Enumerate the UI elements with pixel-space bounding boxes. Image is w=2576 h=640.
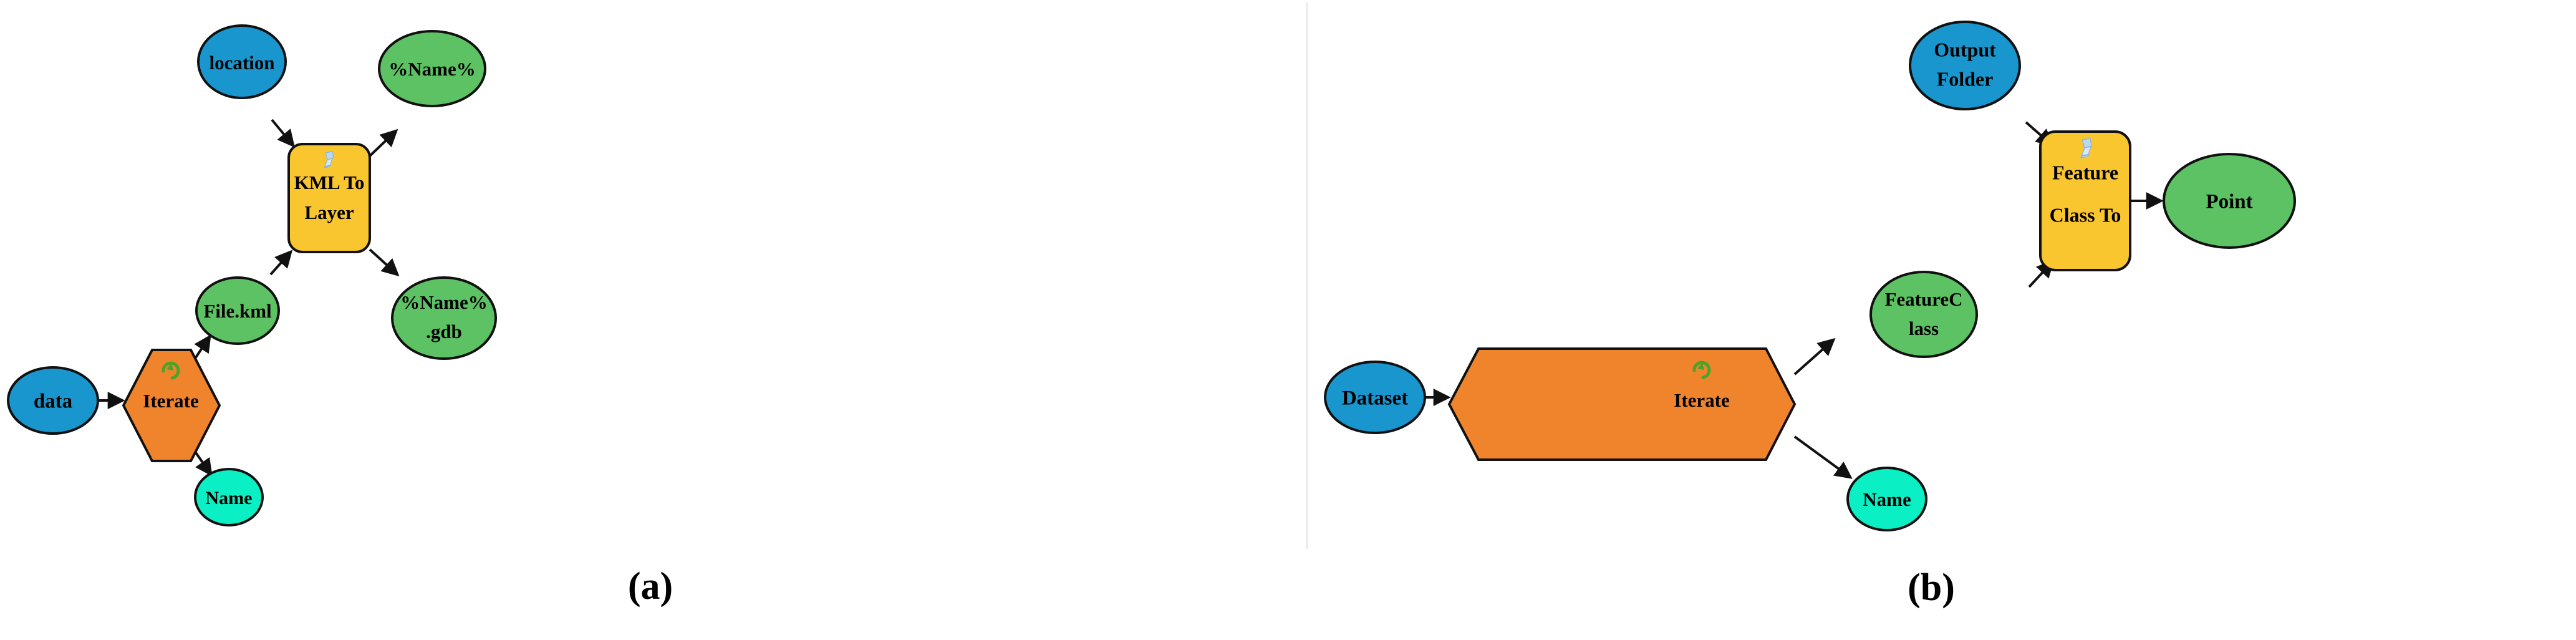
tool-icon bbox=[324, 151, 334, 168]
node-feature-class-to-line2: Class To bbox=[2050, 203, 2121, 226]
node-iterate-a[interactable]: Iterate bbox=[122, 349, 221, 462]
node-featureclass-line2: lass bbox=[1909, 318, 1939, 339]
node-location-ellipse[interactable] bbox=[197, 24, 287, 99]
node-featureclass-line1: FeatureC bbox=[1884, 288, 1962, 310]
node-output-gdb[interactable]: %Name% .gdb bbox=[391, 276, 497, 360]
node-point-label: Point bbox=[2206, 191, 2252, 213]
node-name-a[interactable]: Name bbox=[194, 468, 264, 526]
node-iterate-b-hexagon[interactable] bbox=[1447, 347, 1797, 461]
loop-icon bbox=[162, 361, 180, 380]
node-output-folder[interactable]: Output Folder bbox=[1909, 21, 2021, 110]
node-feature-class-to-line1: Feature bbox=[2052, 161, 2118, 183]
node-output-name[interactable]: %Name% bbox=[378, 30, 486, 107]
node-featureclass-ellipse[interactable] bbox=[1869, 271, 1978, 358]
panel-a-caption: (a) bbox=[628, 565, 673, 608]
node-output-name-label: %Name% bbox=[388, 58, 475, 80]
node-kml-to-layer-line1: KML To bbox=[294, 172, 365, 193]
node-output-gdb-ellipse[interactable] bbox=[391, 276, 497, 360]
node-point[interactable]: Point bbox=[2163, 153, 2296, 249]
node-point-ellipse[interactable] bbox=[2163, 153, 2296, 249]
node-dataset[interactable]: Dataset bbox=[1324, 361, 1426, 434]
node-location-label: location bbox=[209, 52, 274, 74]
panel-b: Dataset Iterate Output Folder Featu bbox=[1324, 21, 2296, 609]
node-filekml-ellipse[interactable] bbox=[195, 276, 280, 345]
node-kml-to-layer-box[interactable] bbox=[287, 143, 371, 253]
node-location[interactable]: location bbox=[197, 24, 287, 99]
node-name-b-label: Name bbox=[1863, 488, 1911, 510]
node-iterate-a-label: Iterate bbox=[143, 390, 199, 412]
node-output-gdb-line2: .gdb bbox=[426, 321, 462, 342]
node-name-a-ellipse[interactable] bbox=[194, 468, 264, 526]
node-feature-class-to[interactable]: Feature Class To bbox=[2039, 130, 2131, 271]
panel-a: data Iterate location File.kml bbox=[7, 24, 673, 608]
node-output-folder-line2: Folder bbox=[1937, 67, 1994, 90]
edge-filekml-to-kmltolayer bbox=[269, 250, 293, 276]
edge-kmltolayer-to-outname bbox=[369, 128, 398, 157]
node-dataset-ellipse[interactable] bbox=[1324, 361, 1426, 434]
node-output-gdb-line1: %Name% bbox=[400, 291, 487, 313]
node-featureclass[interactable]: FeatureC lass bbox=[1869, 271, 1978, 358]
node-filekml[interactable]: File.kml bbox=[195, 276, 280, 345]
node-output-folder-ellipse[interactable] bbox=[1909, 21, 2021, 110]
edge-kmltolayer-to-outgdb bbox=[369, 248, 400, 277]
node-kml-to-layer-line2: Layer bbox=[304, 201, 354, 223]
node-name-b-ellipse[interactable] bbox=[1846, 467, 1927, 531]
node-data-label: data bbox=[34, 390, 72, 413]
node-dataset-label: Dataset bbox=[1342, 387, 1408, 410]
edge-iterate-b-to-name bbox=[1793, 435, 1853, 479]
node-output-folder-line1: Output bbox=[1934, 38, 1996, 61]
node-output-name-ellipse[interactable] bbox=[378, 30, 486, 107]
node-name-a-label: Name bbox=[206, 488, 253, 508]
node-feature-class-to-box[interactable] bbox=[2039, 130, 2131, 271]
edge-iterate-b-to-featureclass bbox=[1793, 337, 1836, 376]
node-iterate-b[interactable]: Iterate bbox=[1447, 347, 1797, 461]
node-data-ellipse[interactable] bbox=[7, 366, 99, 435]
panel-b-caption: (b) bbox=[1908, 566, 1955, 609]
loop-icon bbox=[1692, 361, 1711, 379]
node-data[interactable]: data bbox=[7, 366, 99, 435]
node-filekml-label: File.kml bbox=[203, 300, 272, 322]
node-iterate-b-label: Iterate bbox=[1674, 389, 1730, 411]
node-name-b[interactable]: Name bbox=[1846, 467, 1927, 531]
node-kml-to-layer[interactable]: KML To Layer bbox=[287, 143, 371, 253]
tool-icon bbox=[2080, 138, 2092, 158]
node-iterate-a-hexagon[interactable] bbox=[122, 349, 221, 462]
edge-location-to-kmltolayer bbox=[271, 119, 295, 148]
